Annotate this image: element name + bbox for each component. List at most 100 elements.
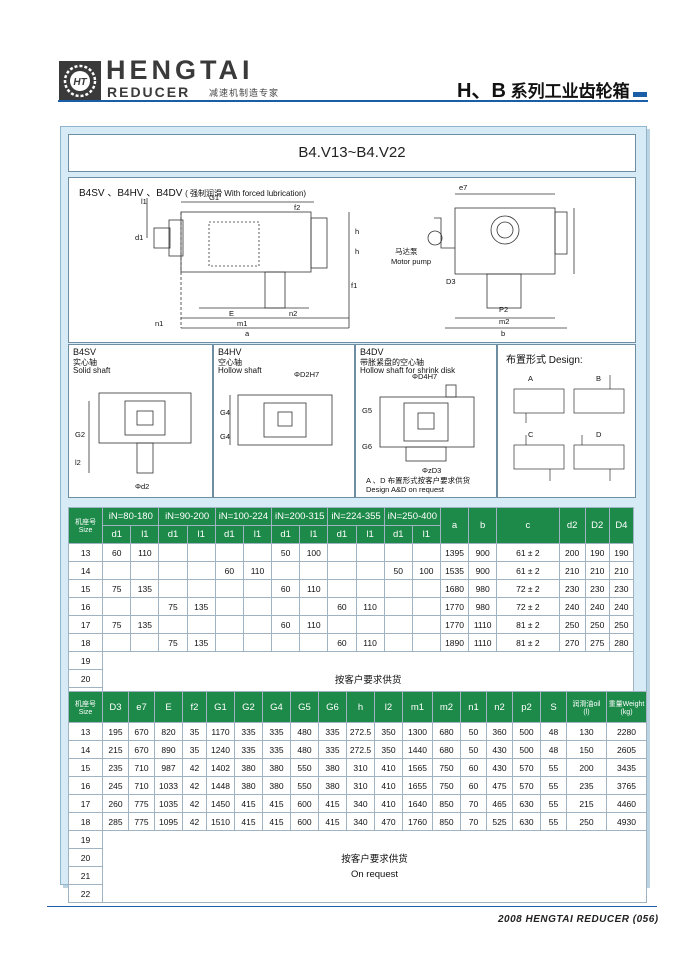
- size-cell: 17: [67, 615, 104, 634]
- table-cell: [214, 615, 244, 634]
- sub-header-d1: d1: [214, 525, 244, 544]
- table-cell: 1510: [206, 812, 235, 831]
- table-cell: 1440: [402, 740, 433, 759]
- table-cell: 1240: [206, 740, 235, 759]
- col-header-m1: m1: [402, 691, 433, 723]
- ratio-group-header: iN=90-200: [158, 507, 216, 526]
- table-cell: [130, 633, 160, 652]
- motor-pump-cn: 马达泵: [395, 246, 418, 256]
- table-cell: 250: [566, 812, 607, 831]
- svg-text:HT: HT: [73, 77, 87, 88]
- dim-n2: n2: [289, 309, 297, 318]
- dim-f1: f1: [351, 281, 357, 290]
- footer-rule: [47, 906, 657, 907]
- hollow-shaft-drawing: ΦD2H7 G4 G4: [220, 370, 333, 446]
- table-cell: 380: [318, 776, 347, 795]
- table-cell: 1890: [439, 633, 470, 652]
- size-cell: 20: [68, 848, 103, 867]
- table-cell: 600: [290, 794, 319, 813]
- table-cell: [271, 597, 301, 616]
- table-cell: 550: [290, 758, 319, 777]
- table-cell: 1535: [439, 561, 470, 580]
- table-cell: 475: [486, 776, 513, 795]
- dim-h: h: [355, 227, 359, 236]
- table-cell: 630: [512, 812, 541, 831]
- table-cell: 630: [512, 794, 541, 813]
- table-cell: [355, 579, 385, 598]
- series-text: 系列工业齿轮箱: [510, 82, 630, 101]
- table-cell: 250: [584, 615, 610, 634]
- col-header-E: E: [154, 691, 183, 723]
- table-cell: 42: [182, 794, 207, 813]
- dim-g1: G1: [209, 193, 219, 202]
- table-cell: 1450: [206, 794, 235, 813]
- table-cell: 215: [566, 794, 607, 813]
- table-cell: 100: [299, 543, 329, 562]
- sub-header-l1: l1: [411, 525, 441, 544]
- table-cell: 820: [154, 722, 183, 741]
- dim-d1: d1: [135, 233, 143, 242]
- table-cell: 210: [608, 561, 635, 580]
- size-cell: 14: [68, 740, 103, 759]
- table-cell: 50: [271, 543, 301, 562]
- table-cell: 50: [460, 740, 487, 759]
- col-header-weight: 重量Weight(kg): [606, 691, 647, 723]
- dim-e7: e7: [459, 183, 467, 192]
- table-cell: 465: [486, 794, 513, 813]
- table-cell: 75: [158, 597, 188, 616]
- table-cell: 60: [460, 758, 487, 777]
- dim-phi-d4h7: ΦD4H7: [412, 372, 437, 381]
- panel-b4hv: B4HV 空心轴 Hollow shaft ΦD2H7 G4 G4: [213, 344, 355, 498]
- table-cell: 415: [262, 794, 291, 813]
- table-cell: 750: [432, 776, 461, 795]
- table-cell: 55: [540, 776, 567, 795]
- table-cell: 75: [158, 633, 188, 652]
- table-cell: 430: [486, 758, 513, 777]
- on-request-cn: 按客户要求供货: [341, 853, 408, 865]
- col-header-G6: G6: [318, 691, 347, 723]
- sub-header-l1: l1: [299, 525, 329, 544]
- panel-b4hv-en: Hollow shaft: [218, 366, 262, 375]
- table-cell: 1095: [154, 812, 183, 831]
- table-cell: 260: [102, 794, 129, 813]
- table-cell: 60: [271, 579, 301, 598]
- table-cell: 75: [102, 615, 132, 634]
- table-cell: 250: [608, 615, 635, 634]
- table-cell: 2280: [606, 722, 647, 741]
- col-header-h: h: [346, 691, 375, 723]
- table-cell: [214, 633, 244, 652]
- table-cell: 3765: [606, 776, 647, 795]
- table-cell: [130, 561, 160, 580]
- table-cell: 1680: [439, 579, 470, 598]
- table-cell: 130: [566, 722, 607, 741]
- panel-b4dv-en: Hollow shaft for shrink disk: [360, 366, 456, 375]
- table-cell: 570: [512, 758, 541, 777]
- size-cell: 15: [68, 758, 103, 777]
- sub-header-l1: l1: [355, 525, 385, 544]
- size-cell: 18: [68, 812, 103, 831]
- design-arrangements-drawing: A B C D: [513, 374, 625, 481]
- table-cell: 100: [411, 561, 441, 580]
- table-cell: 500: [512, 740, 541, 759]
- table-cell: [130, 597, 160, 616]
- dim-e: E: [229, 309, 234, 318]
- dim-n1: n1: [155, 319, 163, 328]
- table-cell: 1402: [206, 758, 235, 777]
- table-cell: [158, 615, 188, 634]
- table-cell: 60: [327, 597, 357, 616]
- design-label-c: C: [528, 430, 534, 439]
- table-cell: 500: [512, 722, 541, 741]
- table-cell: 410: [374, 758, 403, 777]
- table-cell: 50: [460, 722, 487, 741]
- sub-header-l1: l1: [130, 525, 160, 544]
- table-cell: 210: [584, 561, 610, 580]
- table-cell: [383, 615, 413, 634]
